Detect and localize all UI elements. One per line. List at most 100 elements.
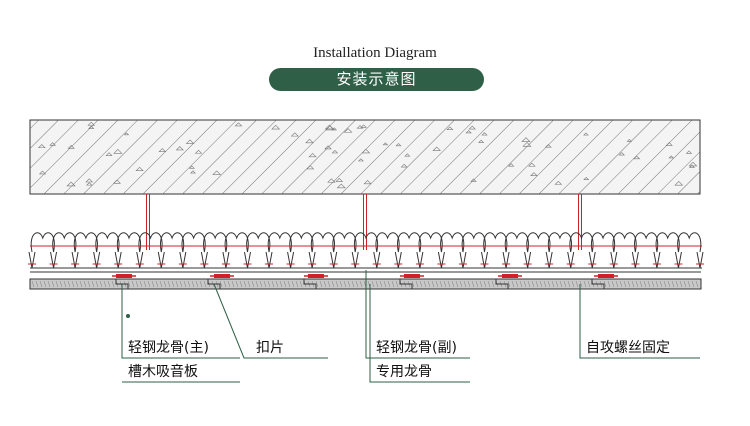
aggregate-mark [158, 148, 167, 152]
keel-loop-foot [222, 251, 230, 269]
board-grain [331, 280, 335, 288]
board-grain [327, 280, 331, 288]
aggregate-mark [66, 181, 76, 187]
keel-loop-foot [136, 251, 144, 269]
board-joint [399, 279, 413, 289]
aggregate-mark [327, 178, 336, 183]
keel-loop-foot [243, 251, 251, 269]
board-grain [559, 280, 563, 288]
board-grain [99, 280, 103, 288]
keel-loop-foot [631, 251, 639, 269]
label-clip: 扣片 [256, 340, 284, 356]
board-grain [87, 280, 91, 288]
keel-loop-foot [524, 251, 532, 269]
aggregate-mark [189, 170, 196, 174]
board-grain [163, 280, 167, 288]
board-grain [83, 280, 87, 288]
aggregate-mark [175, 146, 184, 151]
keel-loop-foot [416, 251, 424, 269]
board-grain [431, 280, 435, 288]
aggregate-mark [357, 158, 364, 162]
board-grain [663, 280, 667, 288]
keel-loop-foot [545, 251, 553, 269]
board-grain [243, 280, 247, 288]
board-grain [475, 280, 479, 288]
board-grain [423, 280, 427, 288]
board-grain [187, 280, 191, 288]
board-grain [251, 280, 255, 288]
board-grain [679, 280, 683, 288]
board-grain [219, 280, 223, 288]
aggregate-mark [382, 142, 389, 146]
board-grain [395, 280, 399, 288]
board-grain [687, 280, 691, 288]
leader-clip [213, 283, 328, 359]
board-grain [563, 280, 567, 288]
board-grain [71, 280, 75, 288]
board-grain [103, 280, 107, 288]
board-grain [359, 280, 363, 288]
aggregate-mark [395, 143, 402, 147]
aggregate-mark [85, 182, 93, 186]
board-grain [55, 280, 59, 288]
board-grain [79, 280, 83, 288]
keel-loop-foot [567, 251, 575, 269]
board-grain [295, 280, 299, 288]
aggregate-mark [363, 180, 372, 185]
board-grain [263, 280, 267, 288]
board-grain [267, 280, 271, 288]
aggregate-mark [481, 132, 488, 136]
keel-wave-profile [28, 232, 704, 269]
aggregate-mark [554, 180, 563, 185]
board-grain [555, 280, 559, 288]
aggregate-mark [618, 152, 625, 156]
board-grain [91, 280, 95, 288]
keel-loop-foot [394, 251, 402, 269]
label-main-keel: 轻钢龙骨(主) [128, 340, 209, 356]
board-grain [167, 280, 171, 288]
keel-loop-foot [459, 251, 467, 269]
board-grain [655, 280, 659, 288]
board-grain [247, 280, 251, 288]
board-grain [659, 280, 663, 288]
diagram-title-en: Installation Diagram [313, 45, 437, 61]
board-grain [335, 280, 339, 288]
aggregate-mark [404, 153, 411, 157]
aggregate-mark [468, 125, 476, 130]
aggregate-mark [507, 163, 515, 167]
board-grain [387, 280, 391, 288]
board-grain [611, 280, 615, 288]
aggregate-mark [465, 130, 472, 134]
board-grain [343, 280, 347, 288]
board-grain [647, 280, 651, 288]
board-grain [607, 280, 611, 288]
board-grain [95, 280, 99, 288]
aggregate-mark [470, 178, 477, 182]
board-grain [635, 280, 639, 288]
keel-loop-path [30, 232, 702, 253]
aggregate-mark [308, 153, 317, 158]
board-grain [419, 280, 423, 288]
board-grain [227, 280, 231, 288]
leader-screw [579, 284, 700, 359]
board-joint [303, 279, 317, 289]
board-grain [271, 280, 275, 288]
board-grain [195, 280, 199, 288]
board-grain [127, 280, 131, 288]
board-grain [551, 280, 555, 288]
aggregate-mark [38, 170, 47, 175]
keel-loop-foot [588, 251, 596, 269]
keel-loop-foot [93, 251, 101, 269]
aggregate-mark [185, 139, 195, 144]
aggregate-mark [271, 124, 281, 130]
board-grain [47, 280, 51, 288]
board-grain [515, 280, 519, 288]
concrete-aggregate-marks [37, 121, 698, 189]
leader-dot [126, 314, 130, 318]
board-grain [603, 280, 607, 288]
board-grain [675, 280, 679, 288]
leader-main-keel [121, 284, 240, 359]
board-grain [259, 280, 263, 288]
board-grain [507, 280, 511, 288]
